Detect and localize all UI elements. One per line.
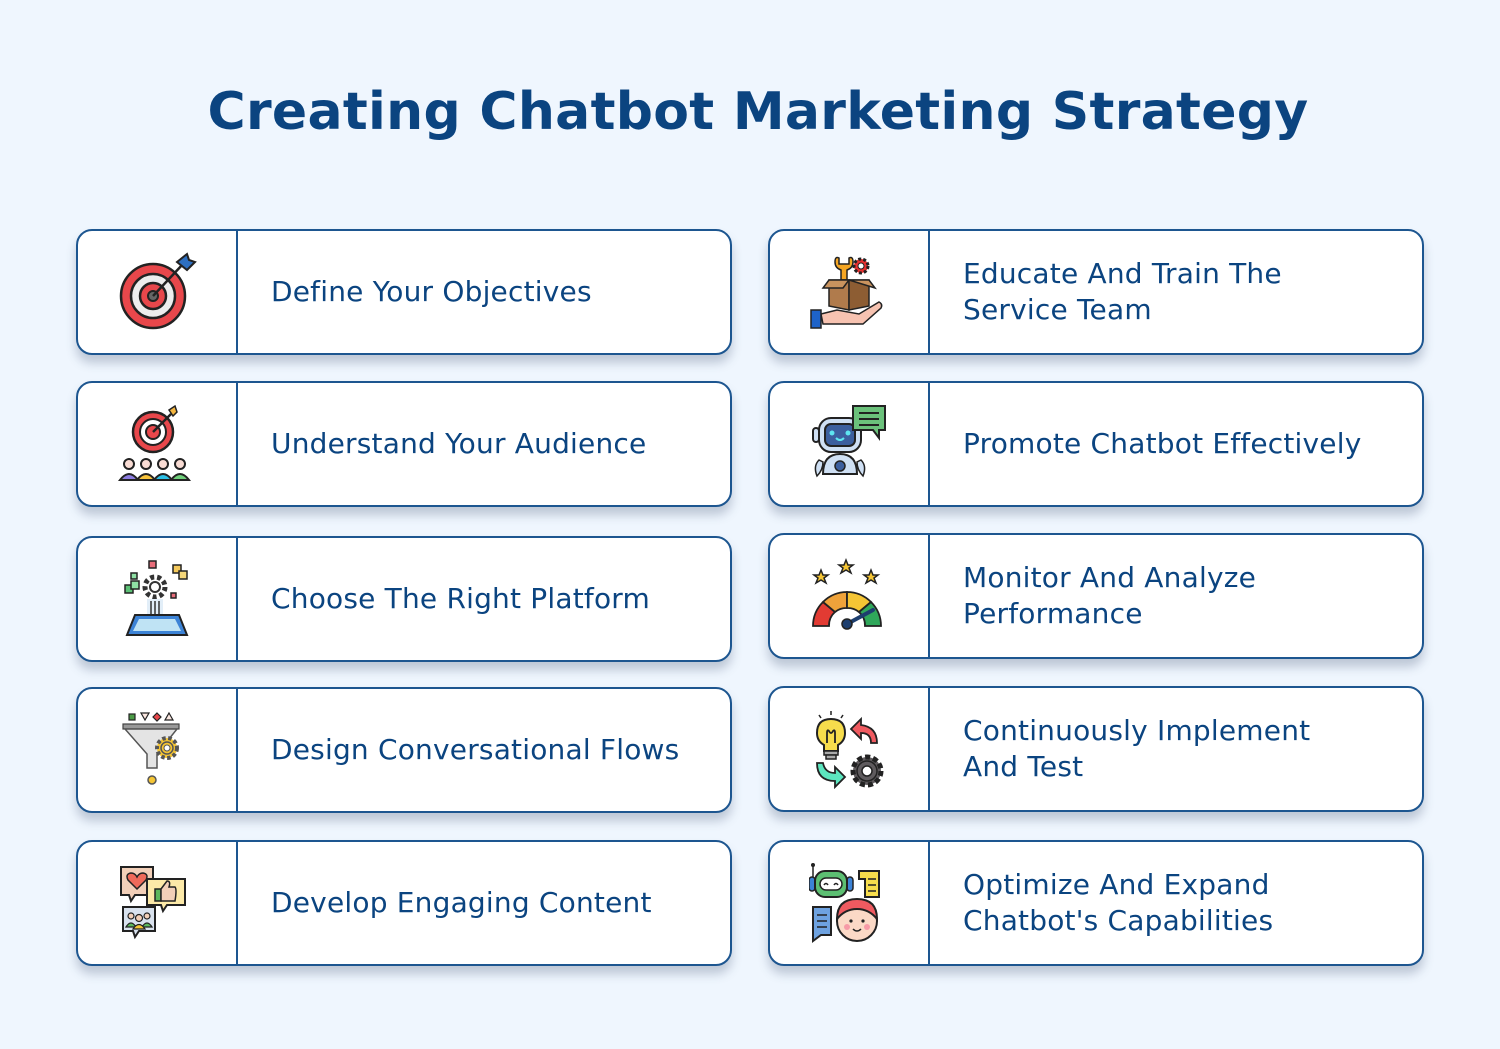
strategy-card-promote-chatbot: Promote Chatbot Effectively [768, 381, 1424, 507]
strategy-card-choose-platform: Choose The Right Platform [76, 536, 732, 662]
card-label: Promote Chatbot Effectively [963, 427, 1362, 460]
strategy-card-monitor-analyze: Monitor And Analyze Performance [768, 533, 1424, 659]
social-engagement-icon [120, 866, 186, 940]
platform-gear-icon [124, 560, 189, 636]
card-label: Educate And Train The Service Team [963, 257, 1282, 326]
robot-chat-icon [812, 405, 886, 478]
card-label: Develop Engaging Content [271, 886, 652, 919]
card-label: Monitor And Analyze Performance [963, 561, 1257, 630]
strategy-card-design-flows: Design Conversational Flows [76, 687, 732, 813]
card-label: Choose The Right Platform [271, 582, 650, 615]
hand-box-tools-icon [810, 256, 883, 329]
page-title: Creating Chatbot Marketing Strategy [207, 82, 1309, 142]
card-label: Optimize And Expand Chatbot's Capabiliti… [963, 868, 1274, 937]
strategy-card-educate-train: Educate And Train The Service Team [768, 229, 1424, 355]
strategy-card-optimize-expand: Optimize And Expand Chatbot's Capabiliti… [768, 840, 1424, 966]
card-label: Define Your Objectives [271, 275, 592, 308]
strategy-card-engaging-content: Develop Engaging Content [76, 840, 732, 966]
target-arrow-icon [119, 252, 197, 330]
strategy-card-implement-test: Continuously Implement And Test [768, 686, 1424, 812]
funnel-gear-icon [122, 711, 180, 785]
gauge-stars-icon [811, 557, 882, 630]
target-audience-icon [117, 404, 192, 481]
card-label: Design Conversational Flows [271, 733, 680, 766]
card-label: Continuously Implement And Test [963, 714, 1311, 783]
strategy-card-understand-audience: Understand Your Audience [76, 381, 732, 507]
strategy-card-define-objectives: Define Your Objectives [76, 229, 732, 355]
robot-user-chat-icon [809, 863, 880, 943]
card-label: Understand Your Audience [271, 427, 647, 460]
idea-cycle-gear-icon [815, 711, 884, 789]
